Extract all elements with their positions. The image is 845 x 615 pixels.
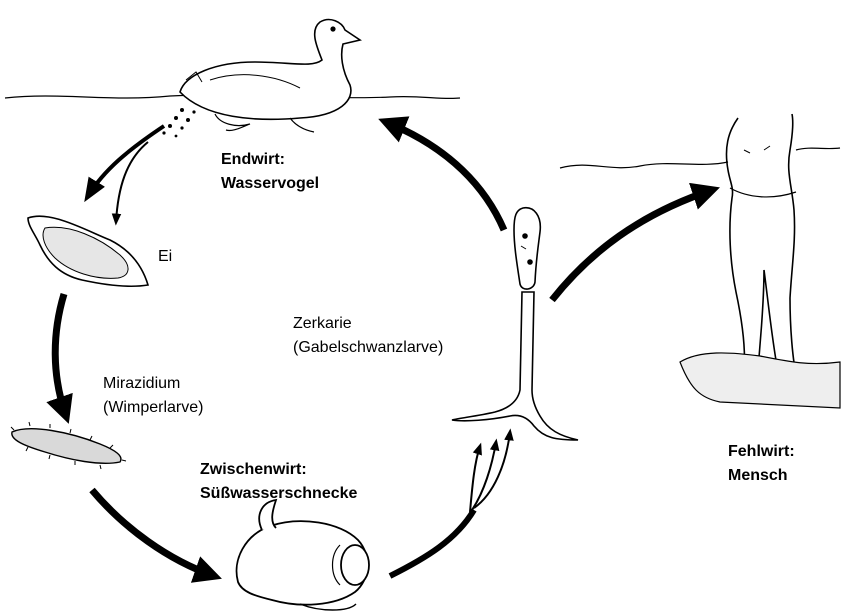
cercaria-label-line2: (Gabelschwanzlarve) [293,338,443,358]
miracidium-label-line2: (Wimperlarve) [103,398,203,418]
egg-icon [28,216,148,286]
arrow-cercaria-to-duck [386,122,504,230]
arrow-snail-branch-1 [470,446,480,512]
ground-human [680,353,840,408]
accidental-host-label-line2: Mensch [728,466,788,486]
cercaria-icon [452,208,578,440]
egg-label: Ei [158,247,172,267]
miracidium-label-line1: Mirazidium [103,374,180,394]
arrow-egg-to-miracidium [55,294,66,416]
definitive-host-label-line1: Endwirt: [221,150,285,170]
definitive-host-label-line2: Wasservogel [221,174,319,194]
cercaria-label-line1: Zerkarie [293,314,352,334]
egg-drops-icon [162,108,195,137]
accidental-host-label-line1: Fehlwirt: [728,442,795,462]
duck-icon [180,20,360,132]
intermediate-host-label-line1: Zwischenwirt: [200,460,307,480]
arrow-duck-to-egg-2 [116,142,148,222]
arrow-cercaria-to-human [552,190,712,300]
water-line-human [560,148,840,168]
arrow-snail-to-cercaria [390,510,474,576]
intermediate-host-label-line2: Süßwasserschnecke [200,484,357,504]
arrow-duck-to-egg [88,126,164,196]
arrow-miracidium-to-snail [92,490,214,576]
miracidium-icon [11,422,126,469]
snail-icon [237,500,369,610]
